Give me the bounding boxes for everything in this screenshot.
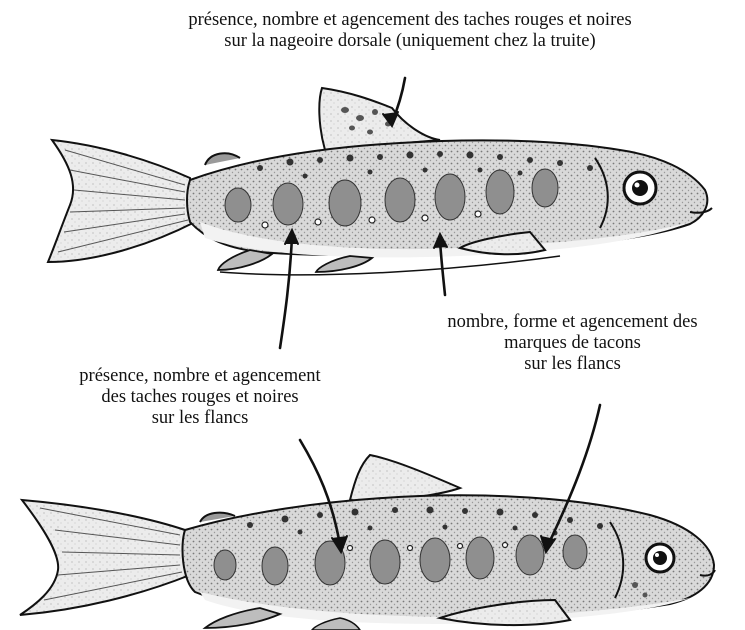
label-line: sur la nageoire dorsale (uniquement chez… (110, 31, 710, 52)
label-line: des taches rouges et noires (20, 387, 380, 408)
trout-tail-fin (48, 140, 195, 262)
label-flank-spots: présence, nombre et agencement des tache… (20, 366, 380, 429)
salmon-tail-fin (20, 500, 190, 615)
label-dorsal-fin-spots: présence, nombre et agencement des tache… (110, 10, 710, 52)
trout-figure (48, 88, 712, 275)
label-line: sur les flancs (20, 408, 380, 429)
label-line: nombre, forme et agencement des (400, 312, 745, 333)
label-line: sur les flancs (400, 354, 745, 375)
label-line: présence, nombre et agencement des tache… (110, 10, 710, 31)
label-line: présence, nombre et agencement (20, 366, 380, 387)
label-parr-marks: nombre, forme et agencement des marques … (400, 312, 745, 375)
trout-dorsal-fin (319, 88, 440, 150)
label-line: marques de tacons (400, 333, 745, 354)
salmon-figure (20, 455, 715, 630)
